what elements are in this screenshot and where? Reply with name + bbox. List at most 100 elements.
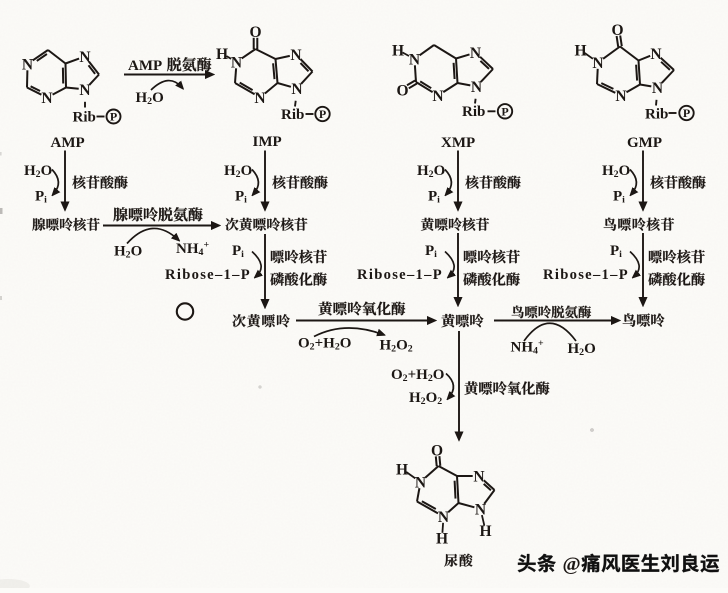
- atom: N: [473, 469, 484, 486]
- edge-mark: [0, 208, 3, 214]
- text-segment: H: [380, 338, 392, 354]
- atom: H: [396, 462, 408, 479]
- atom: N: [432, 88, 443, 105]
- text-segment: H: [224, 163, 236, 179]
- bond: [66, 88, 79, 89]
- label-gmp: GMP: [627, 135, 662, 151]
- text-segment: i: [622, 195, 625, 206]
- text-segment: NH: [511, 340, 534, 356]
- atom: N: [409, 52, 420, 69]
- text-segment: O: [241, 163, 253, 179]
- text-segment: H: [602, 163, 614, 179]
- bond: [66, 64, 67, 88]
- text-segment: +: [538, 338, 544, 349]
- text-segment: P: [428, 189, 437, 205]
- speck: [591, 429, 594, 432]
- text-segment: O: [433, 367, 445, 383]
- text-segment: H: [409, 390, 421, 406]
- text-segment: i: [44, 195, 47, 206]
- label-ribose1p-gmp: Ribose–1–P: [543, 267, 629, 283]
- text-segment: Ribose–1–P: [165, 267, 251, 283]
- text-segment: AMP: [51, 135, 85, 151]
- text-segment: i: [434, 249, 437, 260]
- text-segment: O: [152, 90, 164, 106]
- text-segment: 2: [408, 344, 413, 355]
- atom: N: [615, 88, 626, 105]
- atom: N: [290, 47, 301, 64]
- text-segment: O: [619, 163, 631, 179]
- text-segment: XMP: [441, 135, 475, 151]
- atom: N: [652, 80, 663, 97]
- text-segment: O: [131, 244, 143, 260]
- atom: O: [249, 24, 261, 41]
- atom: N: [470, 45, 481, 62]
- label-xmp: XMP: [441, 135, 475, 151]
- phosphate-label: P: [683, 106, 690, 120]
- atom: N: [79, 82, 90, 99]
- ribose-label: Rib: [645, 107, 668, 123]
- text-segment: Ribose–1–P: [357, 267, 443, 283]
- atom: N: [41, 90, 52, 107]
- atom: N: [22, 57, 33, 74]
- text-segment: +: [203, 239, 209, 250]
- text-segment: 2: [437, 396, 442, 407]
- ribose-label: Rib: [462, 104, 485, 120]
- bond: [454, 63, 455, 79]
- atom: N: [650, 46, 661, 63]
- text-segment: AMP: [128, 58, 162, 74]
- label-ribose1p-imp: Ribose–1–P: [165, 267, 251, 283]
- text-segment: Ribose–1–P: [543, 267, 629, 283]
- label-amp: AMP: [51, 135, 85, 151]
- text-segment: O: [434, 163, 446, 179]
- cjk-glyph: [463, 272, 477, 285]
- atom: N: [254, 90, 265, 107]
- text-segment: P: [232, 243, 241, 259]
- text-segment: P: [425, 243, 434, 259]
- atom: N: [415, 475, 426, 492]
- edge-mark: [0, 152, 2, 156]
- atom: O: [396, 83, 408, 100]
- text-segment: P: [610, 243, 619, 259]
- text-segment: +H: [315, 336, 336, 352]
- text-segment: O: [298, 336, 310, 352]
- atom: H: [392, 43, 404, 60]
- text-segment: GMP: [627, 135, 662, 151]
- speck: [259, 386, 261, 388]
- text-segment: NH: [176, 241, 199, 257]
- atom: H: [479, 523, 491, 540]
- atom: N: [291, 81, 302, 98]
- bond: [656, 100, 657, 106]
- text-segment: H: [568, 341, 580, 357]
- text-segment: P: [613, 189, 622, 205]
- bond: [455, 481, 456, 499]
- bond: [295, 101, 296, 107]
- atom: O: [611, 22, 623, 39]
- text-segment: O: [426, 390, 438, 406]
- phosphate-label: P: [501, 105, 508, 119]
- text-segment: i: [241, 249, 244, 260]
- text-segment: i: [244, 195, 247, 206]
- atom: N: [475, 502, 486, 519]
- text-segment: H: [114, 244, 126, 260]
- text-segment: i: [437, 195, 440, 206]
- text-segment: P: [235, 189, 244, 205]
- text-segment: O: [391, 367, 403, 383]
- text-segment: O: [340, 336, 352, 352]
- bond: [475, 99, 476, 104]
- edge-mark: [0, 296, 2, 300]
- cjk-glyph: [270, 272, 284, 285]
- text-segment: O: [396, 338, 408, 354]
- text-segment: i: [619, 249, 622, 260]
- phosphate-label: P: [319, 107, 326, 121]
- atom: N: [471, 79, 482, 96]
- atom: N: [79, 49, 90, 66]
- text-segment: H: [417, 163, 429, 179]
- text-segment: P: [35, 189, 44, 205]
- label-ribose1p-xmp: Ribose–1–P: [357, 267, 443, 283]
- cjk-glyph: [648, 272, 662, 285]
- text-segment: H: [136, 90, 148, 106]
- atom: O: [431, 443, 443, 460]
